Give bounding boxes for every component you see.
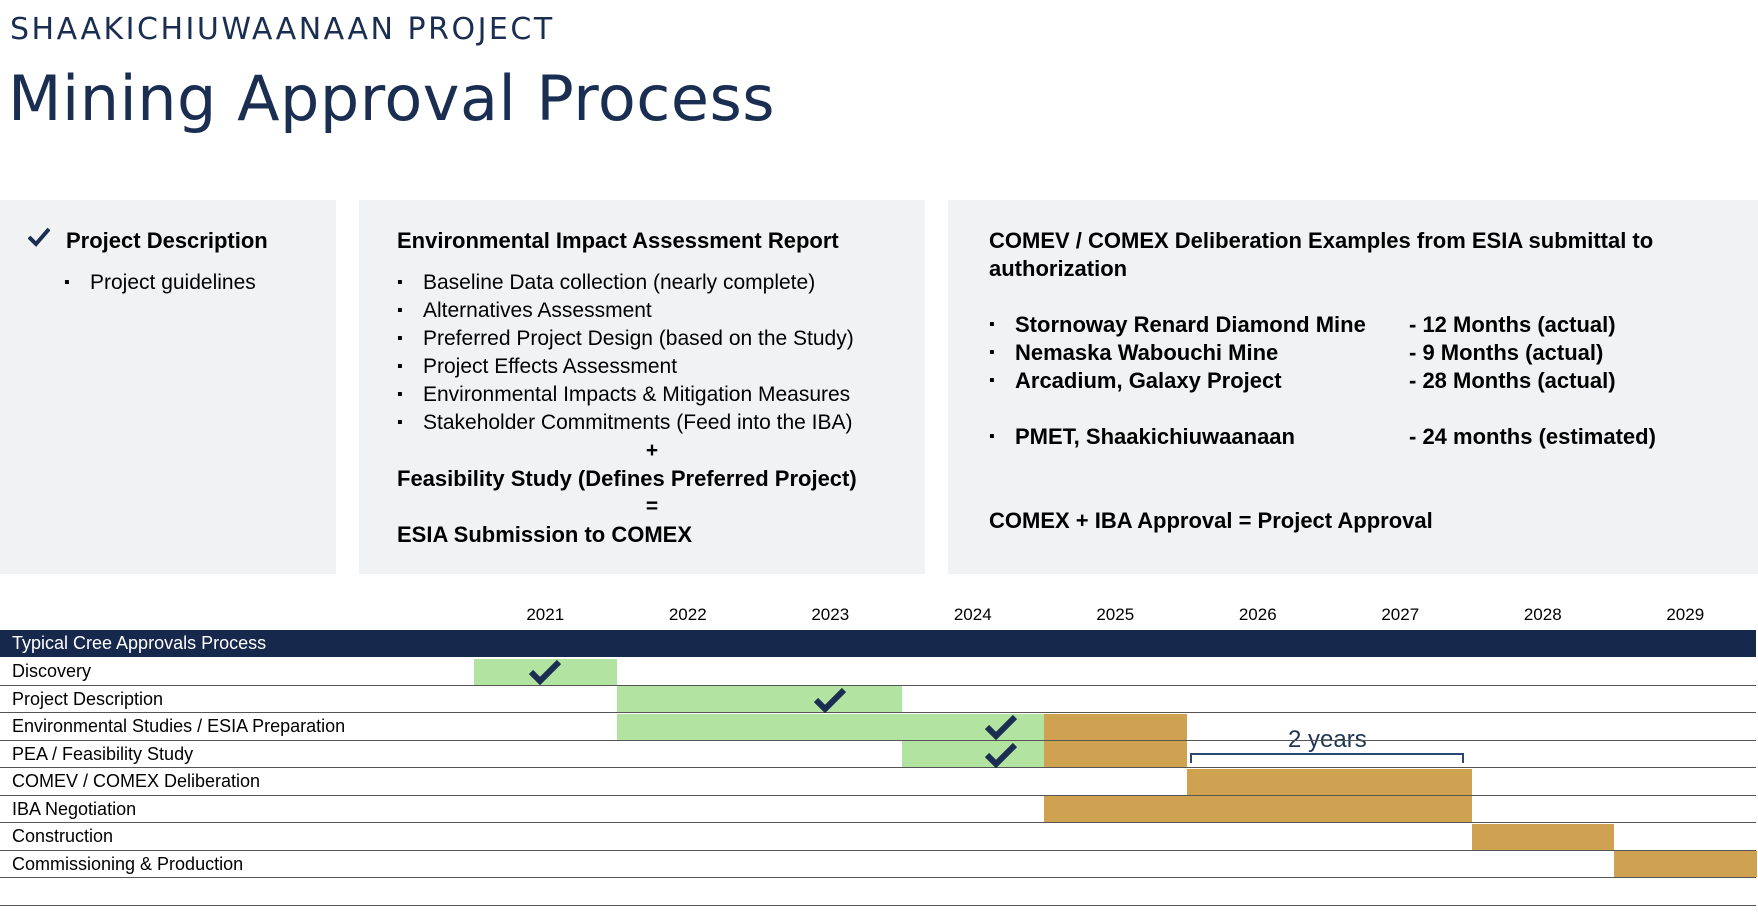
timeline-row-label: Construction xyxy=(12,826,114,846)
year-label: 2027 xyxy=(1381,605,1420,624)
panel2-bullets: Baseline Data collection (nearly complet… xyxy=(397,269,907,437)
year-label: 2029 xyxy=(1666,605,1705,624)
estimate-row: PMET, Shaakichiuwaanaan - 24 months (esti… xyxy=(989,423,1734,451)
list-item: Project Effects Assessment xyxy=(397,353,907,381)
example-row: Arcadium, Galaxy Project - 28 Months (act… xyxy=(989,367,1734,395)
timeline-row-label: Discovery xyxy=(12,661,92,681)
example-name: Nemaska Wabouchi Mine xyxy=(1015,340,1279,365)
timeline-bar-complete xyxy=(616,686,902,712)
timeline-row-label: IBA Negotiation xyxy=(12,798,137,819)
row-divider xyxy=(0,712,1756,713)
row-divider xyxy=(0,904,1756,906)
timeline-row-label: Project Description xyxy=(12,688,164,709)
timeline-bar-planned xyxy=(1471,823,1614,850)
eia-report-panel: Environmental Impact Assessment Report B… xyxy=(359,200,925,574)
panel2-title: Environmental Impact Assessment Report xyxy=(397,228,839,253)
row-divider xyxy=(0,849,1756,851)
timeline-row-label: COMEV / COMEX Deliberation xyxy=(12,771,261,791)
timeline-row-label: Environmental Studies / ESIA Preparation xyxy=(12,716,346,736)
checkmark-icon xyxy=(27,227,51,252)
row-divider xyxy=(0,822,1756,823)
estimate-name: PMET, Shaakichiuwaanaan xyxy=(1015,424,1295,449)
deliberation-panel: COMEV / COMEX Deliberation Examples from… xyxy=(948,200,1758,574)
example-name: Stornoway Renard Diamond Mine xyxy=(1015,312,1366,337)
list-item: Alternatives Assessment xyxy=(397,297,907,325)
checkmark-icon xyxy=(984,714,1018,741)
timeline-bar-planned xyxy=(1044,713,1187,740)
row-divider xyxy=(0,794,1756,796)
timeline-bar-complete xyxy=(901,741,1044,767)
panel3-title: COMEV / COMEX Deliberation Examples from… xyxy=(989,228,1654,281)
equals-sign: = xyxy=(645,495,659,518)
timeline-bar-planned xyxy=(1044,741,1187,767)
checkmark-icon xyxy=(528,659,562,686)
example-row: Nemaska Wabouchi Mine - 9 Months (actual) xyxy=(989,339,1734,367)
year-label: 2023 xyxy=(811,605,850,624)
panel1-bullets: Project guidelines xyxy=(64,269,256,297)
feasibility-label: Feasibility Study (Defines Preferred Pro… xyxy=(397,466,857,491)
year-label: 2025 xyxy=(1096,605,1135,624)
example-value: - 9 Months (actual) xyxy=(1409,340,1604,365)
timeline-bar-complete xyxy=(616,713,1044,740)
example-value: - 12 Months (actual) xyxy=(1409,312,1616,337)
two-year-bracket xyxy=(1190,753,1464,763)
panel1-title: Project Description xyxy=(66,228,268,253)
checkmark-icon xyxy=(984,742,1018,768)
list-item: Baseline Data collection (nearly complet… xyxy=(397,269,907,297)
example-name: Arcadium, Galaxy Project xyxy=(1015,368,1282,393)
list-item: Environmental Impacts & Mitigation Measu… xyxy=(397,381,907,409)
row-divider xyxy=(0,739,1756,741)
row-divider xyxy=(0,767,1756,768)
year-label: 2021 xyxy=(526,605,565,624)
timeline-bar-planned xyxy=(1614,851,1757,877)
year-label: 2024 xyxy=(953,605,992,624)
submission-label: ESIA Submission to COMEX xyxy=(397,522,692,547)
estimate-value: - 24 months (estimated) xyxy=(1409,424,1656,449)
year-label: 2028 xyxy=(1523,605,1562,624)
timeline-row-label: Commissioning & Production xyxy=(12,853,244,874)
example-value: - 28 Months (actual) xyxy=(1409,368,1616,393)
timeline-row-label: PEA / Feasibility Study xyxy=(12,743,194,764)
approval-summary: COMEX + IBA Approval = Project Approval xyxy=(989,508,1433,533)
timeline-bar-planned xyxy=(1186,768,1472,795)
row-divider xyxy=(0,684,1756,686)
timeline-header: Typical Cree Approvals Process xyxy=(0,630,1756,657)
list-item: Preferred Project Design (based on the S… xyxy=(397,325,907,353)
row-divider xyxy=(0,877,1756,878)
plus-sign: + xyxy=(645,439,659,462)
page-title: Mining Approval Process xyxy=(8,62,776,135)
examples-list: Stornoway Renard Diamond Mine - 12 Months… xyxy=(989,311,1734,451)
list-item: Project guidelines xyxy=(64,269,256,297)
timeline-bar-planned xyxy=(1044,796,1472,822)
checkmark-icon xyxy=(813,687,847,713)
page-subtitle: SHAAKICHIUWAANAAN PROJECT xyxy=(10,12,555,47)
example-row: Stornoway Renard Diamond Mine - 12 Months… xyxy=(989,311,1734,339)
year-label: 2026 xyxy=(1238,605,1277,624)
project-description-panel: Project Description Project guidelines xyxy=(0,200,336,574)
year-label: 2022 xyxy=(668,605,707,624)
list-item: Stakeholder Commitments (Feed into the I… xyxy=(397,409,907,437)
